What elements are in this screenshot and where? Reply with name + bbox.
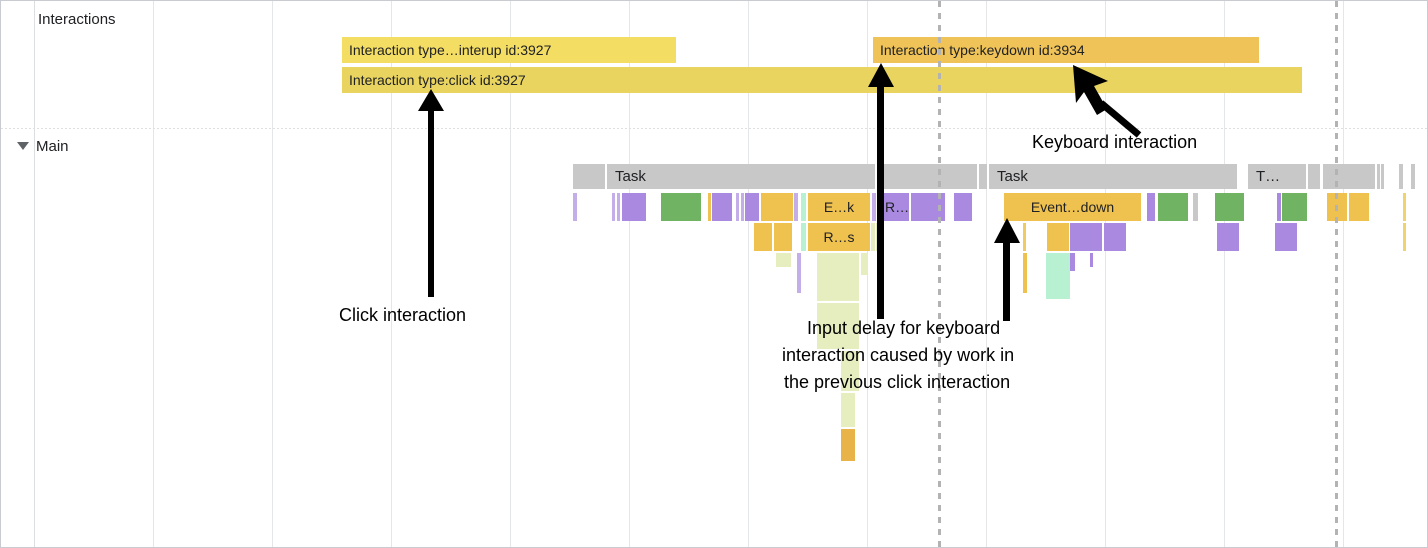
task-bar[interactable]	[1377, 164, 1380, 189]
flame-block[interactable]	[622, 193, 646, 221]
gridline	[986, 1, 987, 547]
dashed-marker-2	[1335, 1, 1338, 547]
flame-block-r-s[interactable]: R…s	[808, 223, 870, 251]
task-bar[interactable]	[1411, 164, 1415, 189]
gridline	[391, 1, 392, 547]
flame-block[interactable]	[1104, 223, 1126, 251]
flame-block[interactable]	[1215, 193, 1244, 221]
annotation-keyboard-interaction: Keyboard interaction	[1032, 132, 1198, 152]
flame-block[interactable]	[1193, 193, 1198, 221]
arrow-input-delay	[856, 61, 906, 319]
triangle-down-icon[interactable]	[17, 142, 29, 150]
task-bar[interactable]	[1381, 164, 1384, 189]
flame-block[interactable]	[1403, 193, 1406, 221]
flame-block[interactable]	[745, 193, 759, 221]
flame-block[interactable]	[736, 193, 739, 221]
flame-block[interactable]	[1046, 253, 1070, 299]
flame-block[interactable]	[1158, 193, 1188, 221]
gridline	[153, 1, 154, 547]
flame-block[interactable]	[841, 351, 859, 391]
annotation-click-interaction: Click interaction	[339, 305, 467, 325]
arrow-input-delay-keyboard	[986, 215, 1030, 321]
flame-block[interactable]	[1282, 193, 1307, 221]
flame-block[interactable]	[661, 193, 701, 221]
flame-block-event-keydown[interactable]: Event…down	[1004, 193, 1141, 221]
task-bar-labeled[interactable]: Task	[989, 164, 1237, 189]
annotation-input-delay-line3: the previous click interaction	[784, 372, 1011, 392]
gridline	[1105, 1, 1106, 547]
gridline	[748, 1, 749, 547]
task-bar[interactable]	[979, 164, 987, 189]
interaction-bar-click[interactable]: Interaction type:click id:3927	[342, 67, 1302, 93]
dashed-marker-1	[938, 1, 941, 547]
flame-block[interactable]	[1070, 253, 1075, 271]
flame-block[interactable]	[1275, 223, 1297, 251]
flame-block[interactable]	[871, 223, 875, 251]
track-separator	[1, 128, 1427, 129]
flame-block[interactable]	[1047, 223, 1069, 251]
flame-block[interactable]	[801, 223, 806, 251]
flame-block[interactable]	[1023, 223, 1026, 251]
task-bar[interactable]	[877, 164, 977, 189]
task-bar[interactable]	[1308, 164, 1320, 189]
interaction-bar-pointerup[interactable]: Interaction type…interup id:3927	[342, 37, 676, 63]
flame-block[interactable]	[1277, 193, 1281, 221]
flame-block[interactable]	[612, 193, 615, 221]
track-label-interactions[interactable]: Interactions	[38, 11, 116, 28]
flame-block[interactable]	[1403, 223, 1406, 251]
flame-block[interactable]	[801, 193, 806, 221]
flame-block[interactable]	[776, 253, 791, 267]
flame-block[interactable]	[573, 193, 577, 221]
flame-block[interactable]	[954, 193, 972, 221]
flame-block[interactable]	[617, 193, 620, 221]
flame-block[interactable]	[841, 393, 855, 427]
gridline	[629, 1, 630, 547]
annotation-input-delay-line1: Input delay for keyboard	[807, 318, 1001, 338]
arrow-keyboard-interaction	[1061, 59, 1171, 138]
flame-block[interactable]	[712, 193, 732, 221]
flame-block[interactable]	[1349, 193, 1369, 221]
task-bar-short[interactable]: T…	[1248, 164, 1306, 189]
flame-block[interactable]	[1217, 223, 1239, 251]
flame-block[interactable]	[817, 253, 859, 301]
annotation-input-delay-line2: interaction caused by work in	[782, 345, 1015, 365]
gridline	[34, 1, 35, 547]
gridline	[1343, 1, 1344, 547]
arrow-click-interaction	[406, 87, 456, 297]
gridline	[1224, 1, 1225, 547]
task-bar[interactable]	[1399, 164, 1403, 189]
task-bar[interactable]	[1323, 164, 1375, 189]
flame-block[interactable]	[817, 303, 859, 349]
flame-block[interactable]	[841, 429, 855, 461]
flame-block[interactable]	[1090, 253, 1093, 267]
flame-block[interactable]	[741, 193, 744, 221]
task-bar-labeled[interactable]: Task	[607, 164, 875, 189]
flame-block[interactable]	[754, 223, 772, 251]
gridline	[867, 1, 868, 547]
flame-block-event[interactable]: E…k	[808, 193, 870, 221]
flame-block[interactable]	[794, 193, 798, 221]
flame-block[interactable]	[797, 253, 801, 293]
gridline	[510, 1, 511, 547]
flame-block[interactable]	[774, 223, 792, 251]
interaction-bar-keydown[interactable]: Interaction type:keydown id:3934	[873, 37, 1259, 63]
track-label-main[interactable]: Main	[36, 138, 69, 155]
flame-block[interactable]	[761, 193, 793, 221]
flame-block[interactable]	[1147, 193, 1155, 221]
flame-block[interactable]	[872, 193, 876, 221]
flame-block[interactable]	[1070, 223, 1102, 251]
flame-block[interactable]	[1023, 253, 1027, 293]
task-bar[interactable]	[573, 164, 605, 189]
flame-block[interactable]	[708, 193, 711, 221]
flame-block[interactable]	[861, 253, 867, 275]
gridline	[272, 1, 273, 547]
